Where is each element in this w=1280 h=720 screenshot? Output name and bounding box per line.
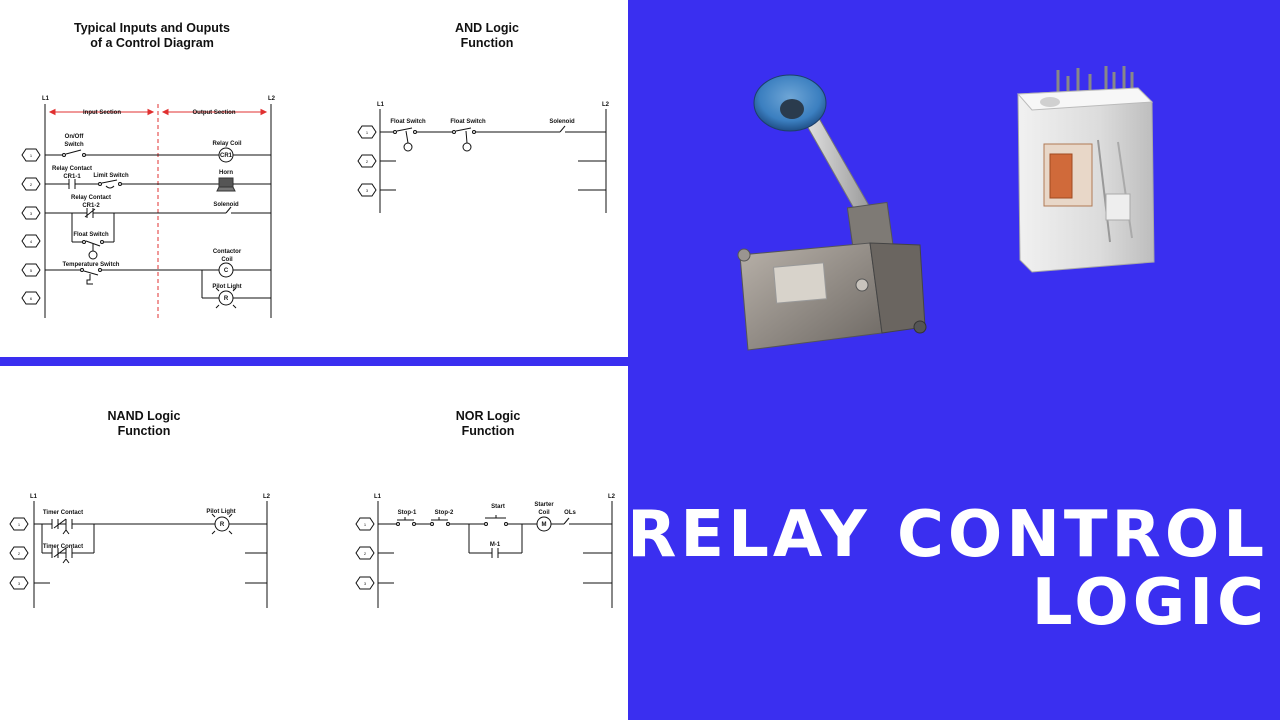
limit-switch-label: Limit Switch bbox=[93, 173, 129, 179]
timer-contact-label: Timer Contact bbox=[43, 544, 83, 550]
l1-label: L1 bbox=[374, 494, 382, 500]
relay-coil-id: CR1 bbox=[220, 153, 233, 159]
l1-label: L1 bbox=[377, 102, 385, 108]
l2-label: L2 bbox=[268, 96, 276, 102]
rung-number: 1 bbox=[364, 522, 367, 527]
limit-switch-photo bbox=[737, 74, 927, 351]
contactor-coil-label: Coil bbox=[221, 257, 233, 263]
rung-number: 6 bbox=[30, 296, 33, 301]
relay-contact-id: CR1-2 bbox=[82, 203, 100, 209]
headline-line2: LOGIC bbox=[1031, 566, 1268, 640]
contactor-letter: C bbox=[224, 268, 229, 274]
temperature-switch-label: Temperature Switch bbox=[63, 262, 120, 268]
starter-coil-label: Starter bbox=[534, 502, 554, 508]
rung-number: 4 bbox=[30, 239, 33, 244]
relay-contact-label: Relay Contact bbox=[71, 195, 111, 201]
relay-coil-label: Relay Coil bbox=[212, 141, 241, 147]
l2-label: L2 bbox=[263, 494, 271, 500]
m1-label: M-1 bbox=[490, 542, 501, 548]
rung-number: 2 bbox=[364, 551, 367, 556]
float-switch-label: Float Switch bbox=[390, 119, 426, 125]
horn-label: Horn bbox=[219, 170, 233, 176]
rung-number: 3 bbox=[30, 211, 33, 216]
solenoid-label: Solenoid bbox=[213, 202, 239, 208]
and-title: AND Logic Function bbox=[455, 21, 519, 50]
typical-io-diagram: L1 L2 Input Section Output Section 1 2 3… bbox=[21, 96, 610, 318]
start-label: Start bbox=[491, 504, 505, 510]
starter-coil-label: Coil bbox=[538, 510, 550, 516]
onoff-switch-label: On/Off bbox=[65, 134, 85, 140]
rung-number: 2 bbox=[30, 182, 33, 187]
float-switch-label: Float Switch bbox=[73, 232, 109, 238]
ols-label: OLs bbox=[564, 510, 576, 516]
typical-io-panel: Typical Inputs and Ouputs of a Control D… bbox=[0, 0, 628, 357]
timer-contact-label: Timer Contact bbox=[43, 510, 83, 516]
rung-number: 5 bbox=[30, 268, 33, 273]
output-section-label: Output Section bbox=[193, 110, 236, 116]
l2-label: L2 bbox=[602, 102, 610, 108]
nor-title: NOR Logic Function bbox=[455, 409, 521, 438]
rung-number: 3 bbox=[364, 581, 367, 586]
stop2-label: Stop-2 bbox=[435, 510, 454, 516]
rung-number: 3 bbox=[18, 581, 21, 586]
pilot-light-label: Pilot Light bbox=[206, 509, 235, 515]
l1-label: L1 bbox=[42, 96, 50, 102]
starter-letter: M bbox=[542, 522, 547, 528]
l2-label: L2 bbox=[608, 494, 616, 500]
pilot-light-label: Pilot Light bbox=[212, 284, 241, 290]
float-switch-label: Float Switch bbox=[450, 119, 486, 125]
rung-number: 1 bbox=[18, 522, 21, 527]
rung-number: 2 bbox=[366, 159, 369, 164]
onoff-switch-label: Switch bbox=[64, 142, 84, 148]
headline-line1: RELAY CONTROL bbox=[627, 498, 1268, 572]
rung-number: 3 bbox=[366, 188, 369, 193]
nand-title: NAND Logic Function bbox=[107, 409, 181, 438]
nor-diagram: L1 L2 1 2 3 Stop-1 Stop-2 Start Starter … bbox=[355, 494, 616, 608]
contactor-coil-label: Contactor bbox=[213, 249, 242, 255]
typical-io-title: Typical Inputs and Ouputs of a Control D… bbox=[73, 21, 231, 50]
rung-number: 2 bbox=[18, 551, 21, 556]
nand-diagram: L1 L2 1 2 3 Timer Contact Timer Contact … bbox=[9, 494, 271, 608]
stop1-label: Stop-1 bbox=[398, 510, 417, 516]
relay-contact-id: CR1-1 bbox=[63, 174, 81, 180]
relay-photo bbox=[1016, 66, 1155, 273]
rung-number: 1 bbox=[30, 153, 33, 158]
rung-number: 1 bbox=[366, 130, 369, 135]
relay-contact-label: Relay Contact bbox=[52, 166, 92, 172]
input-section-label: Input Section bbox=[83, 110, 121, 116]
pilot-light-letter: R bbox=[224, 296, 229, 302]
nor-panel: NOR Logic Function bbox=[318, 366, 628, 720]
l1-label: L1 bbox=[30, 494, 38, 500]
nand-panel: NAND Logic Function bbox=[0, 366, 318, 720]
pilot-light-letter: R bbox=[220, 522, 225, 528]
solenoid-label: Solenoid bbox=[549, 119, 575, 125]
